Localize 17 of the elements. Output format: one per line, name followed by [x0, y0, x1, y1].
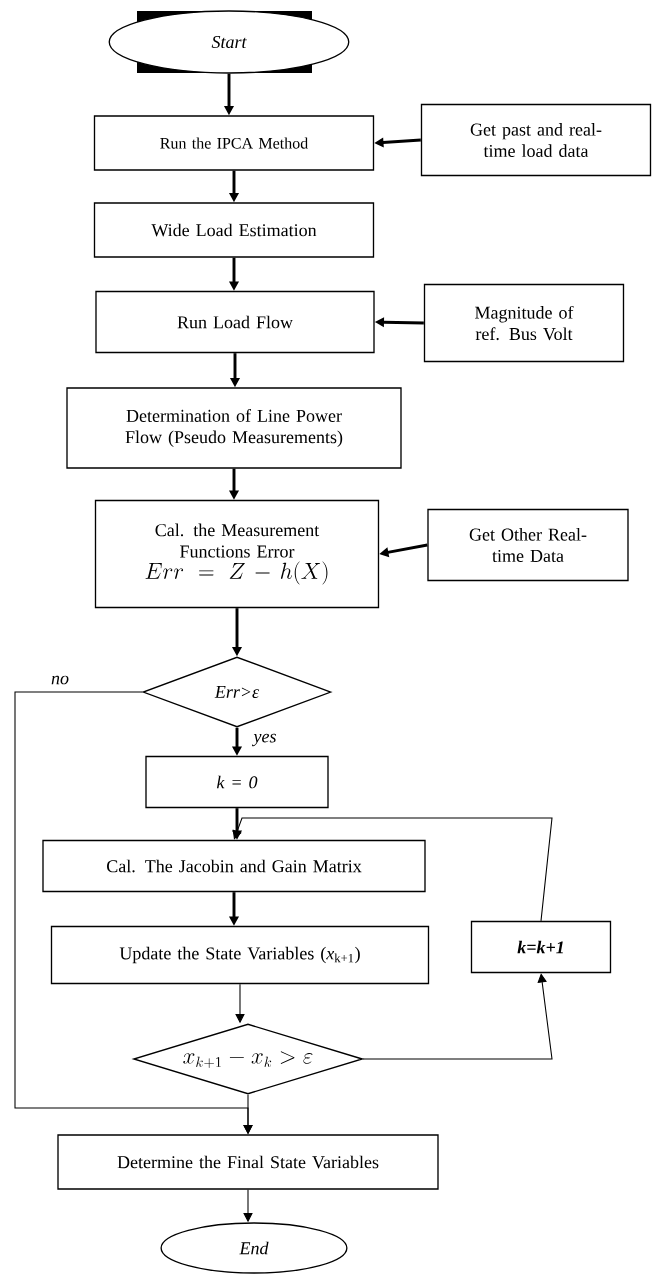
- arrow: [232, 817, 553, 922]
- arrow: [362, 973, 553, 1060]
- process-box: Get Other Real-time Data: [427, 508, 629, 582]
- process-box: Get past and real-time load data: [420, 103, 652, 177]
- process-box: Cal. The Jacobin and Gain Matrix: [42, 839, 426, 893]
- process-box: Magnitude of ref. Bus Volt: [423, 283, 625, 363]
- process-box: Determination of Line Power Flow (Pseudo Measurements): [66, 387, 402, 469]
- process-box: Update the State Variables (x$_{k+1}$): [50, 925, 430, 985]
- process-box: Run Load Flow: [95, 290, 375, 354]
- process-box: Wide Load Estimation: [93, 202, 375, 258]
- edge-label: yes: [252, 732, 278, 748]
- process-box: Determine the Final State Variables: [57, 1134, 439, 1190]
- process-box: k = 0: [145, 755, 329, 809]
- process-box: Run the IPCA Method: [93, 115, 375, 171]
- process-box: Cal. the Measurement Functions Error $Err = Z - h(X)$: [94, 499, 380, 609]
- process-box: k=k+1: [470, 920, 612, 974]
- edge-label: no: [49, 674, 71, 686]
